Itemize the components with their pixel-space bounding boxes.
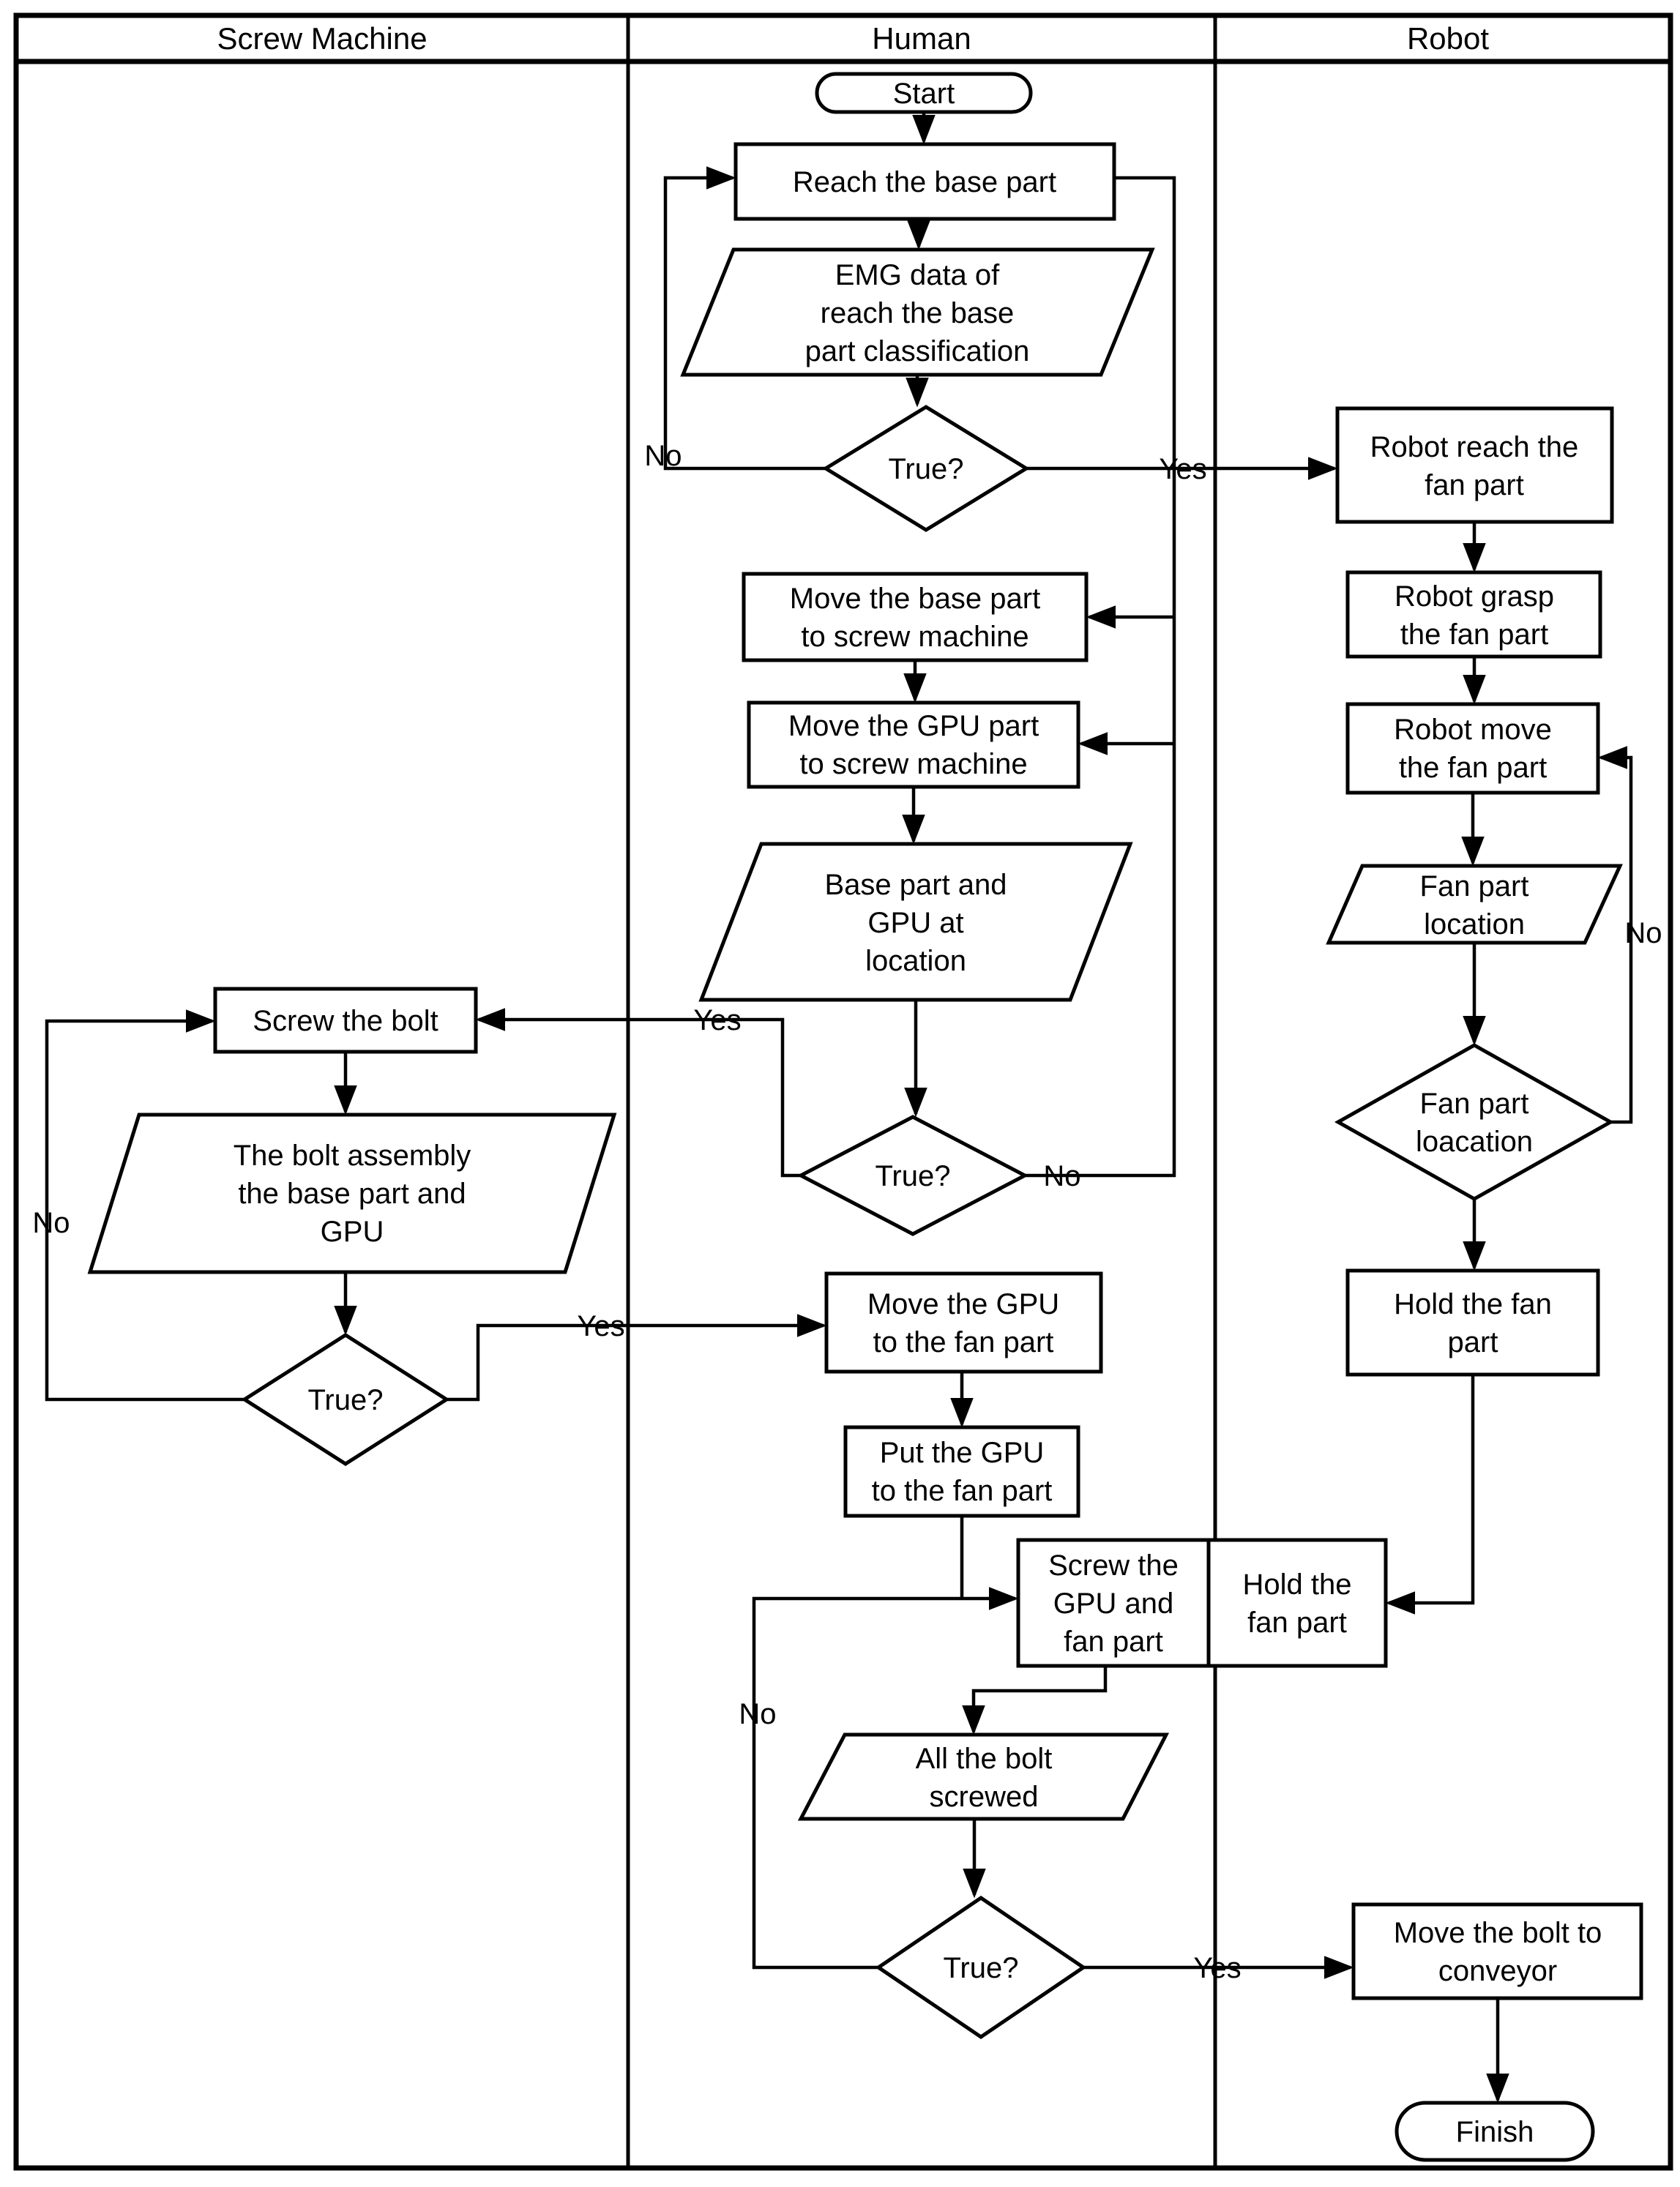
edge-true3-yes-to-move-gpu-fan bbox=[447, 1314, 827, 1402]
edge-label-yes-true4: Yes bbox=[1193, 1952, 1241, 1984]
edge-label-no-true3: No bbox=[32, 1207, 70, 1239]
node-move-gpu-fan-line2: to the fan part bbox=[873, 1326, 1054, 1358]
node-put-gpu-fan-line1: Put the GPU bbox=[880, 1437, 1045, 1469]
table-border bbox=[13, 12, 1673, 2171]
node-move-gpu-fan-line1: Move the GPU bbox=[867, 1288, 1059, 1320]
node-hold-fan-2-line2: fan part bbox=[1247, 1607, 1347, 1639]
node-true4-decision bbox=[875, 1895, 1087, 2040]
node-move-bolt-line2: conveyor bbox=[1438, 1955, 1557, 1987]
node-hold-fan-2 bbox=[1206, 1538, 1388, 1668]
edge-label-no-true4: No bbox=[739, 1698, 776, 1730]
node-robot-move-line1: Robot move bbox=[1394, 714, 1552, 746]
node-hold-fan-1 bbox=[1345, 1268, 1600, 1377]
node-true1-decision bbox=[822, 405, 1030, 532]
edge-label-no-true1: No bbox=[644, 440, 682, 472]
node-robot-grasp-line2: the fan part bbox=[1400, 618, 1548, 651]
node-robot-grasp-line1: Robot grasp bbox=[1395, 580, 1554, 613]
node-move-base-line1: Move the base part bbox=[790, 583, 1040, 615]
node-emg-data-line2: reach the base bbox=[821, 297, 1015, 329]
lane-header-human: Human bbox=[872, 21, 971, 56]
edge-hold1-to-hold2 bbox=[1385, 1375, 1475, 1615]
node-robot-move bbox=[1345, 702, 1600, 795]
node-screw-gpu-fan bbox=[1016, 1538, 1211, 1668]
node-move-bolt-line1: Move the bolt to bbox=[1394, 1917, 1602, 1949]
node-emg-data bbox=[680, 247, 1155, 377]
node-finish bbox=[1395, 2101, 1595, 2162]
edge-label-yes-true2: Yes bbox=[693, 1004, 741, 1036]
node-screw-gpu-fan-line3: fan part bbox=[1064, 1626, 1163, 1658]
node-hold-fan-2-line1: Hold the bbox=[1243, 1569, 1352, 1601]
node-put-gpu-fan bbox=[843, 1425, 1080, 1518]
node-reach-base-label: Reach the base part bbox=[793, 166, 1056, 198]
node-finish-label: Finish bbox=[1456, 2116, 1534, 2148]
node-robot-reach-line2: fan part bbox=[1425, 469, 1524, 501]
node-hold-fan-1-line1: Hold the fan bbox=[1394, 1288, 1552, 1320]
node-base-gpu-line3: location bbox=[865, 945, 966, 977]
node-fan-check-line2: loacation bbox=[1416, 1126, 1533, 1158]
lane-header-screw-machine: Screw Machine bbox=[217, 21, 427, 56]
node-move-gpu-part-line2: to screw machine bbox=[799, 748, 1027, 780]
node-move-gpu-fan bbox=[824, 1271, 1103, 1374]
node-true2-label: True? bbox=[875, 1160, 950, 1192]
edge-true2-yes-to-screw-bolt bbox=[475, 1008, 801, 1178]
edge-true2-no-feedback bbox=[1025, 176, 1176, 1178]
node-fan-location bbox=[1326, 864, 1623, 945]
node-all-bolt-screwed bbox=[797, 1732, 1170, 1821]
node-bolt-assembly-line2: the base part and bbox=[238, 1178, 466, 1210]
node-reach-base bbox=[733, 142, 1116, 221]
node-true4-label: True? bbox=[943, 1952, 1018, 1984]
node-screw-gpu-fan-line1: Screw the bbox=[1048, 1549, 1179, 1582]
node-move-gpu-part-line1: Move the GPU part bbox=[788, 710, 1039, 742]
node-true3-decision bbox=[241, 1333, 450, 1466]
node-screw-bolt bbox=[213, 987, 478, 1054]
edge-label-yes-true3: Yes bbox=[577, 1310, 624, 1342]
node-true3-label: True? bbox=[307, 1384, 383, 1416]
lane-header-robot: Robot bbox=[1407, 21, 1489, 56]
edge-label-no-fan-check: No bbox=[1624, 917, 1662, 949]
node-move-gpu-part bbox=[747, 700, 1080, 789]
node-all-bolt-line1: All the bolt bbox=[916, 1743, 1053, 1775]
node-hold-fan-1-line2: part bbox=[1448, 1326, 1498, 1358]
node-true1-label: True? bbox=[888, 453, 963, 485]
node-robot-move-line2: the fan part bbox=[1399, 752, 1547, 784]
node-screw-bolt-label: Screw the bolt bbox=[253, 1005, 438, 1037]
edge-true1-no-loop bbox=[663, 166, 826, 471]
node-fan-location-line2: location bbox=[1424, 908, 1525, 941]
node-screw-gpu-fan-line2: GPU and bbox=[1053, 1588, 1174, 1620]
node-true2-decision bbox=[796, 1115, 1029, 1236]
node-start bbox=[815, 72, 1033, 114]
edge-true4-no-to-screw-gpu-fan bbox=[752, 1587, 1019, 1970]
node-put-gpu-fan-line2: to the fan part bbox=[872, 1475, 1053, 1507]
node-bolt-assembly-line3: GPU bbox=[321, 1216, 384, 1248]
edge-label-yes-true1: Yes bbox=[1159, 453, 1206, 485]
node-bolt-assembly-line1: The bolt assembly bbox=[234, 1140, 471, 1172]
edge-screw-gpu-fan-to-all-bolt bbox=[962, 1666, 1108, 1735]
node-all-bolt-line2: screwed bbox=[930, 1781, 1039, 1813]
node-base-gpu-line1: Base part and bbox=[824, 869, 1007, 901]
node-fan-check-line1: Fan part bbox=[1420, 1088, 1529, 1120]
node-robot-reach bbox=[1335, 406, 1614, 524]
edge-check-no-loop bbox=[1597, 746, 1633, 1124]
node-bolt-assembly bbox=[87, 1113, 617, 1274]
node-fan-location-line1: Fan part bbox=[1420, 870, 1529, 902]
node-robot-grasp bbox=[1345, 570, 1602, 659]
node-emg-data-line3: part classification bbox=[805, 335, 1030, 367]
edge-label-no-true2: No bbox=[1043, 1160, 1080, 1192]
node-robot-reach-line1: Robot reach the bbox=[1370, 431, 1579, 463]
node-move-base bbox=[742, 572, 1089, 662]
edge-true3-no-loop bbox=[45, 1009, 244, 1402]
node-move-base-line2: to screw machine bbox=[801, 621, 1028, 653]
node-emg-data-line1: EMG data of bbox=[835, 259, 1000, 291]
node-move-bolt-conveyor bbox=[1351, 1902, 1643, 2000]
node-start-label: Start bbox=[893, 78, 955, 110]
node-fan-location-check bbox=[1334, 1043, 1615, 1201]
node-base-gpu-line2: GPU at bbox=[867, 907, 963, 939]
node-base-gpu-location bbox=[698, 842, 1133, 1002]
